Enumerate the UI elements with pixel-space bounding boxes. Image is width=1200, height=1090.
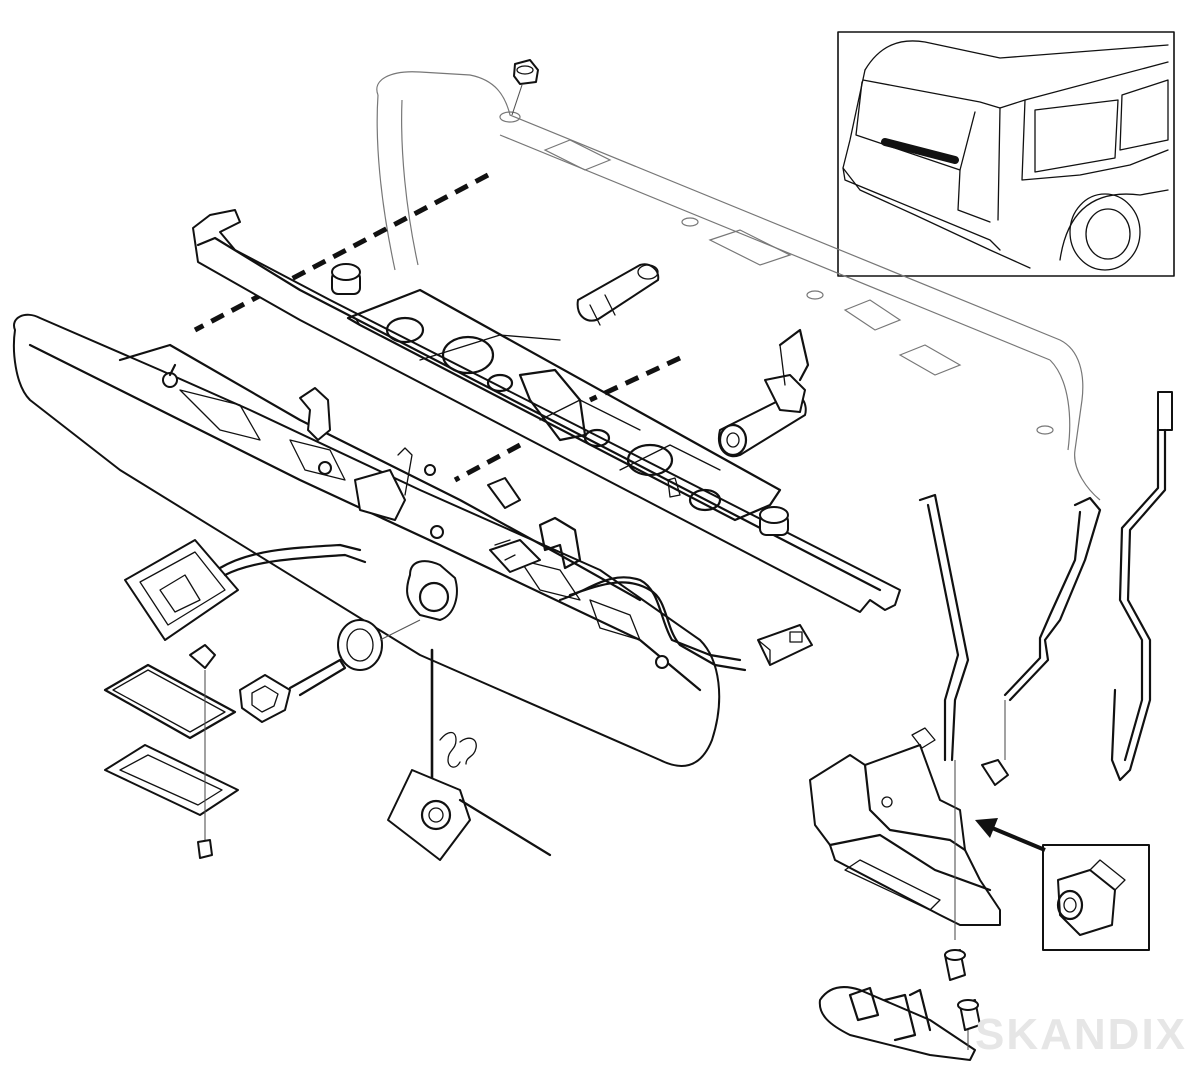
- springs: [430, 648, 477, 802]
- clips: [299, 387, 582, 570]
- tailgate-outline: [376, 71, 1101, 501]
- detail-inset-clip: [1042, 844, 1150, 951]
- lock-unit: [809, 727, 1001, 981]
- handle-housing: [12, 313, 747, 767]
- plunger: [576, 263, 660, 326]
- number-plate-lamp: [103, 539, 367, 859]
- lock-cylinder: [337, 619, 421, 671]
- rod-clip: [981, 700, 1009, 786]
- key: [239, 658, 347, 723]
- micro-switch-connector: [757, 624, 813, 666]
- actuator-motor: [717, 328, 810, 458]
- detail-arrow: [975, 818, 1046, 852]
- mounting-bracket: [387, 769, 552, 861]
- striker: [818, 986, 981, 1061]
- grommet-top: [511, 59, 539, 116]
- tailgate-trim-panel: [192, 209, 901, 613]
- pull-rods: [918, 391, 1173, 782]
- inset-car-view: [837, 31, 1175, 277]
- skandix-watermark: SKANDIX: [975, 1010, 1188, 1059]
